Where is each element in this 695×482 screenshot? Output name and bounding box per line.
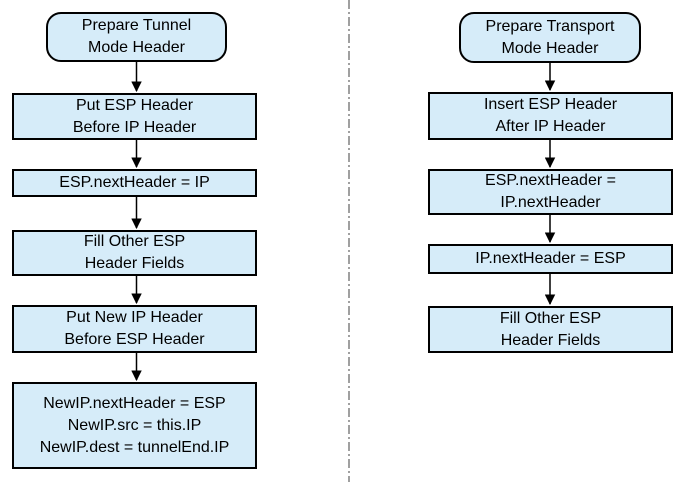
node-text-line: NewIP.dest = tunnelEnd.IP: [39, 438, 230, 456]
node-prepare-tunnel-mode-header: Prepare Tunnel Mode Header: [46, 12, 227, 62]
node-text-line: Prepare Transport: [485, 17, 615, 35]
node-put-esp-header-before-ip-header: Put ESP Header Before IP Header: [12, 93, 257, 140]
node-text-line: Prepare Tunnel: [81, 17, 192, 34]
node-text-line: NewIP.src = this.IP: [67, 416, 202, 434]
node-prepare-transport-mode-header: Prepare Transport Mode Header: [459, 12, 641, 63]
node-text-line: IP.nextHeader = ESP: [475, 250, 626, 267]
node-fill-other-esp-header-fields-tunnel: Fill Other ESP Header Fields: [12, 230, 257, 276]
node-put-new-ip-header-before-esp-header: Put New IP Header Before ESP Header: [12, 305, 257, 353]
node-text-line: Put ESP Header: [75, 96, 194, 114]
node-text-line: Before ESP Header: [64, 331, 205, 348]
node-text-line: Put New IP Header: [66, 309, 203, 326]
node-ip-nextheader-equals-esp: IP.nextHeader = ESP: [428, 244, 673, 274]
node-text-line: Fill Other ESP: [83, 233, 186, 250]
node-text-line: NewIP.nextHeader = ESP: [43, 394, 226, 412]
node-text-line: Insert ESP Header: [483, 96, 618, 113]
node-text-line: Before IP Header: [72, 118, 197, 136]
node-fill-other-esp-header-fields-transport: Fill Other ESP Header Fields: [428, 306, 673, 353]
node-text-line: Mode Header: [501, 39, 599, 57]
node-text-line: Fill Other ESP: [499, 309, 602, 327]
node-text-line: ESP.nextHeader =: [485, 172, 616, 189]
node-text-line: After IP Header: [495, 118, 606, 135]
node-text-line: ESP.nextHeader = IP: [59, 174, 210, 191]
node-text-line: Mode Header: [88, 39, 185, 56]
node-text-line: Header Fields: [500, 331, 601, 349]
node-text-line: Header Fields: [84, 255, 185, 272]
node-text-line: IP.nextHeader: [500, 194, 601, 211]
node-insert-esp-header-after-ip-header: Insert ESP Header After IP Header: [428, 92, 673, 140]
node-esp-nextheader-equals-ip-nextheader: ESP.nextHeader = IP.nextHeader: [428, 169, 673, 215]
node-esp-nextheader-equals-ip: ESP.nextHeader = IP: [12, 169, 257, 197]
node-newip-assignments: NewIP.nextHeader = ESP NewIP.src = this.…: [12, 382, 257, 469]
